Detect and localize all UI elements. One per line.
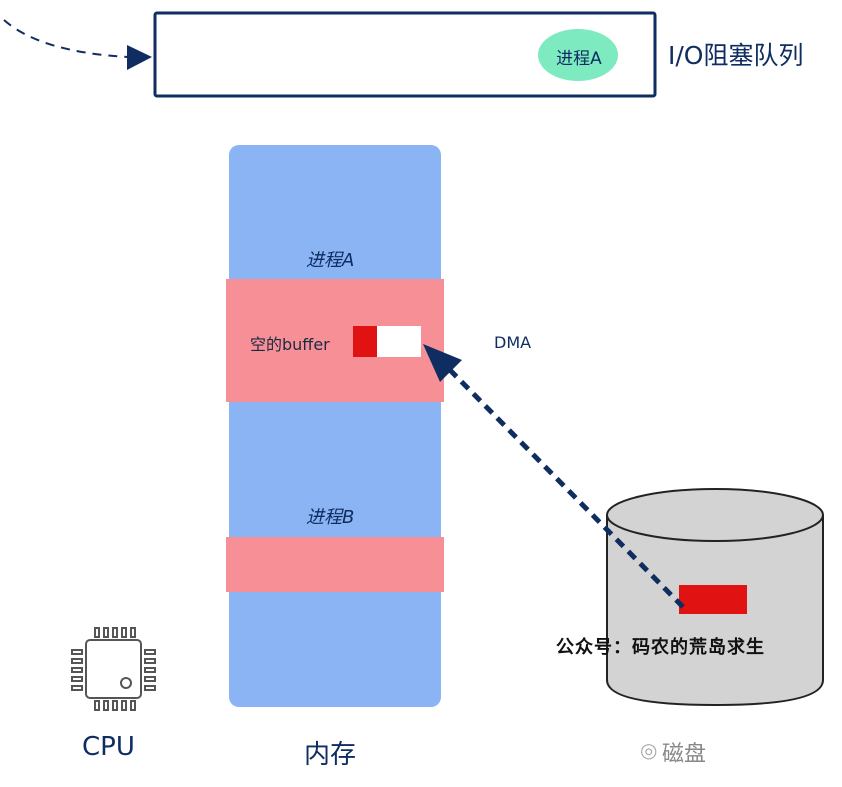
process-a-label: 进程A	[306, 250, 355, 271]
io-queue-box	[153, 11, 657, 98]
process-a-badge-label: 进程A	[556, 49, 602, 69]
process-b-label: 进程B	[306, 507, 355, 528]
cpu-chip-icon	[71, 627, 156, 711]
cpu-label: CPU	[82, 732, 135, 762]
disk-data-block	[679, 585, 747, 614]
io-queue-label: I/O阻塞队列	[668, 41, 804, 70]
watermark-text: 公众号：码农的荒岛求生	[556, 637, 765, 658]
buffer-empty-part	[377, 326, 421, 357]
memory-label: 内存	[304, 740, 357, 770]
dma-label: DMA	[494, 333, 532, 352]
process-b-region	[226, 537, 444, 592]
dma-arrow-line	[446, 366, 685, 609]
process-a-badge	[538, 29, 618, 81]
buffer-filled-part	[353, 326, 379, 357]
queue-entry-arrow	[3, 19, 129, 58]
wechat-icon: ◎	[640, 738, 658, 762]
disk-top	[606, 488, 824, 542]
empty-buffer-label: 空的buffer	[250, 335, 330, 354]
memory-column	[229, 145, 441, 707]
disk-label: 磁盘	[662, 742, 707, 767]
queue-entry-arrowhead	[127, 45, 152, 70]
dma-arrowhead	[423, 344, 462, 382]
